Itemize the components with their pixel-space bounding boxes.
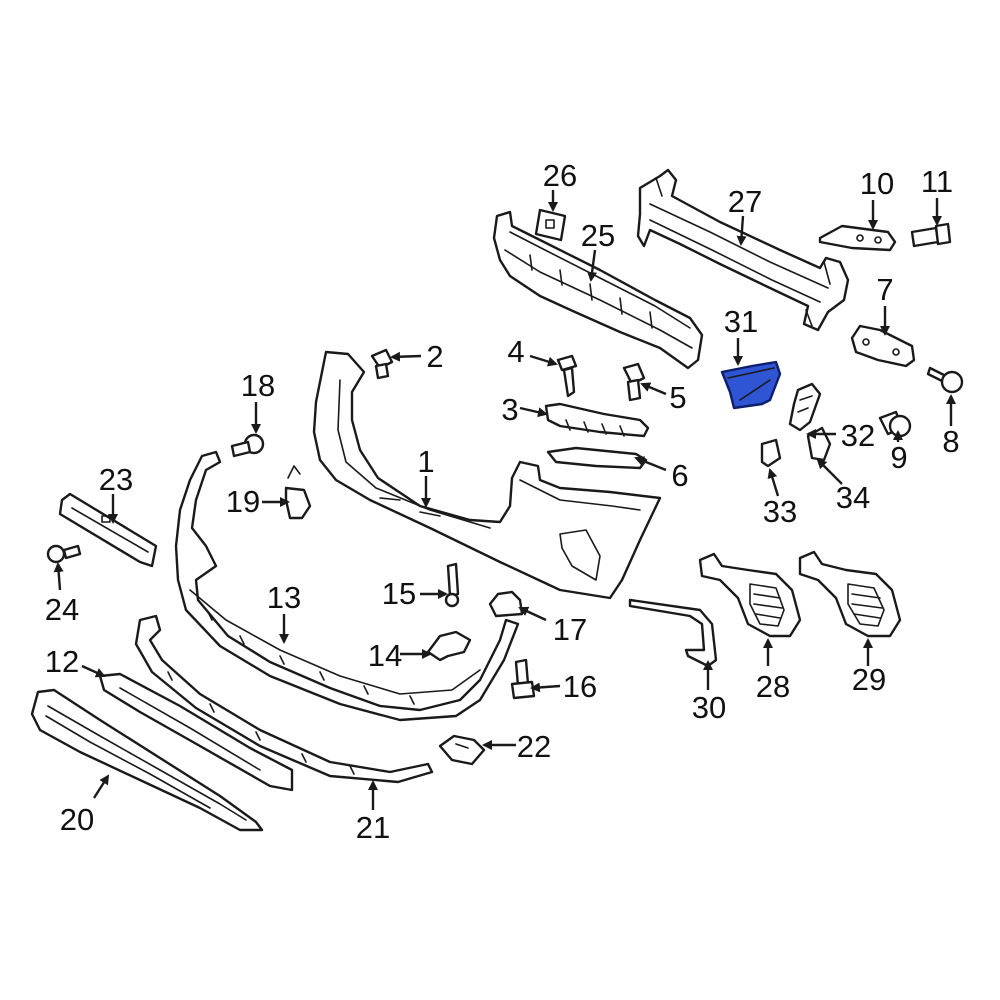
callout-16: 16 [563, 669, 597, 704]
part-24-screw [46, 544, 82, 564]
part-8-push-clip [926, 366, 964, 394]
callout-27: 27 [728, 184, 762, 219]
leader-lines [53, 190, 956, 810]
part-7-bracket [850, 324, 916, 368]
callout-11: 11 [921, 164, 953, 199]
callout-9: 9 [890, 440, 907, 475]
callout-12: 12 [45, 644, 79, 679]
callout-33: 33 [763, 494, 797, 529]
part-21-trim-strip [134, 614, 434, 784]
part-25-energy-absorber [492, 210, 704, 370]
callout-22: 22 [517, 729, 551, 764]
callout-2: 2 [426, 339, 443, 374]
part-33-clip [760, 438, 782, 468]
callout-14: 14 [368, 638, 402, 673]
callout-30: 30 [692, 690, 726, 725]
part-18-screw [230, 433, 265, 458]
part-17-clip [488, 590, 524, 618]
part-19-cap [284, 465, 312, 520]
callout-32: 32 [841, 418, 875, 453]
part-14-bracket [426, 630, 472, 662]
callout-21: 21 [356, 810, 390, 845]
part-16-bolt [510, 658, 536, 700]
callout-31: 31 [724, 304, 758, 339]
callout-7: 7 [876, 272, 893, 307]
part-11-bolt [910, 222, 952, 248]
part-2-screw [370, 348, 394, 380]
part-28-fog-bezel-left [698, 552, 802, 638]
part-10-bracket [818, 224, 897, 252]
part-22-clip [438, 734, 486, 766]
part-15-rivet [444, 562, 460, 608]
part-5-bolt [622, 362, 646, 402]
callout-1: 1 [417, 444, 434, 479]
part-12-grille-strip [98, 672, 294, 792]
callout-19: 19 [226, 484, 260, 519]
callout-26: 26 [543, 158, 577, 193]
callout-28: 28 [756, 669, 790, 704]
part-26-label-plate [534, 208, 567, 242]
callout-17: 17 [553, 612, 587, 647]
callout-20: 20 [60, 802, 94, 837]
part-9-bolt [878, 410, 912, 438]
part-20-lower-grille [30, 688, 264, 832]
part-29-fog-bezel-right [798, 550, 902, 638]
part-3-bracket [544, 402, 650, 438]
callout-29: 29 [852, 662, 886, 697]
callout-10: 10 [860, 166, 894, 201]
part-13-lower-valance [174, 450, 520, 722]
callout-3: 3 [501, 392, 518, 427]
callout-6: 6 [671, 458, 688, 493]
part-32-side-bracket [788, 382, 822, 432]
callout-13: 13 [267, 580, 301, 615]
callout-25: 25 [581, 218, 615, 253]
part-6-strip [546, 446, 648, 470]
callout-8: 8 [942, 424, 959, 459]
callout-15: 15 [382, 576, 416, 611]
callout-4: 4 [507, 334, 524, 369]
callout-5: 5 [669, 380, 686, 415]
part-1-bumper-cover [312, 350, 662, 600]
part-27-reinforcement-beam [636, 168, 850, 332]
callout-labels: 1 2 3 4 5 6 7 8 9 10 11 12 13 14 15 16 1… [45, 158, 960, 845]
callout-18: 18 [241, 368, 275, 403]
part-31-highlighted-bracket [720, 360, 782, 410]
callout-23: 23 [99, 462, 133, 497]
callout-24: 24 [45, 592, 79, 627]
part-23-license-bracket [58, 492, 158, 568]
part-4-screw [556, 354, 578, 398]
callout-34: 34 [836, 480, 870, 515]
part-30-side-trim [628, 598, 718, 668]
